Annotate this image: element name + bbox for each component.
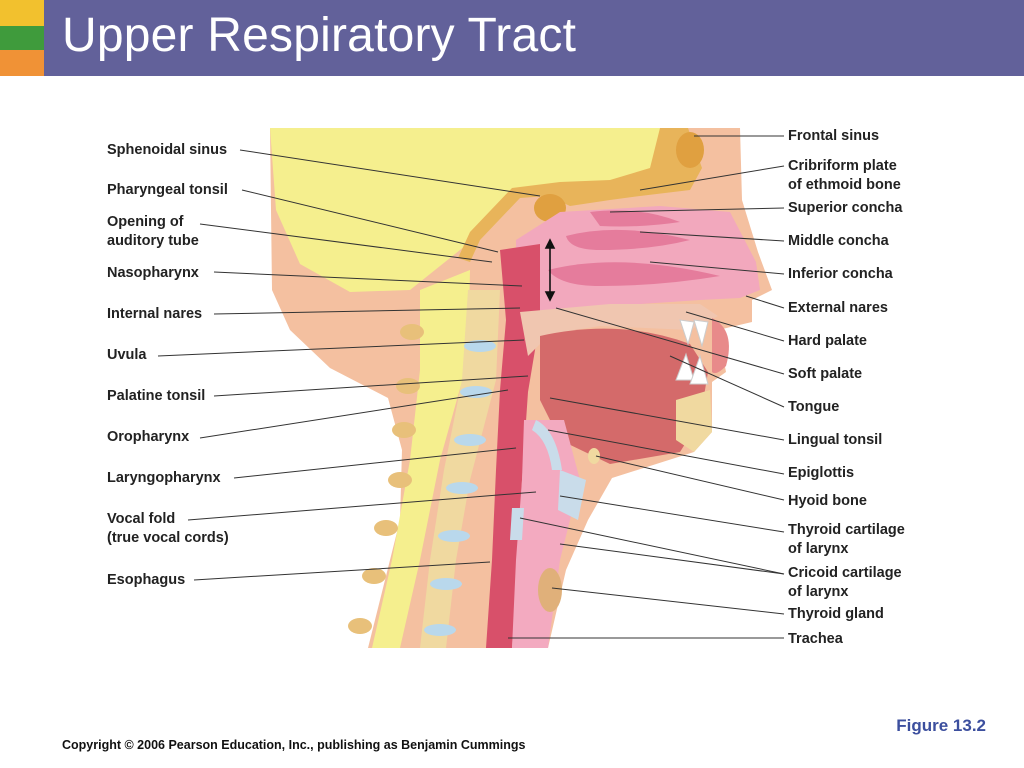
thyroid-cartilage <box>558 470 586 520</box>
nasopharynx-arrow <box>544 238 556 302</box>
label-sphenoidal-sinus: Sphenoidal sinus <box>107 142 228 158</box>
label-external-nares: External nares <box>788 300 888 316</box>
hyoid-bone <box>588 448 600 464</box>
middle-concha <box>566 229 690 250</box>
label-internal-nares: Internal nares <box>107 306 203 322</box>
label-vocal-fold: Vocal fold <box>107 511 176 527</box>
label-palatine-tonsil: Palatine tonsil <box>107 388 206 404</box>
label-epiglottis: Epiglottis <box>788 465 855 481</box>
spinous-processes <box>348 324 424 634</box>
label-true-vocal-cords: (true vocal cords) <box>107 530 229 546</box>
label-pharyngeal-tonsil: Pharyngeal tonsil <box>107 182 228 198</box>
superior-concha <box>590 210 680 227</box>
inferior-concha <box>548 262 720 286</box>
label-hyoid-bone: Hyoid bone <box>788 493 867 509</box>
epiglottis <box>532 420 562 470</box>
label-hard-palate: Hard palate <box>788 333 867 349</box>
label-middle-concha: Middle concha <box>788 233 889 249</box>
label-laryngopharynx: Laryngopharynx <box>107 470 221 486</box>
label-cricoid-cartilage: Cricoid cartilage <box>788 565 902 581</box>
title-bar <box>44 0 1024 76</box>
teeth <box>675 319 709 385</box>
label-nasopharynx: Nasopharynx <box>107 265 199 281</box>
label-thyroid-cartilage-of-larynx: of larynx <box>788 541 849 557</box>
lips <box>712 318 729 374</box>
leader-lines-right <box>508 135 785 639</box>
label-of-ethmoid-bone: of ethmoid bone <box>788 177 901 193</box>
accent-orange-block <box>0 50 44 76</box>
cricoid-cartilage <box>510 508 524 540</box>
label-esophagus: Esophagus <box>107 572 186 588</box>
label-opening-of: Opening of <box>107 214 184 230</box>
thyroid-gland <box>538 568 562 612</box>
label-oropharynx: Oropharynx <box>107 429 190 445</box>
intervertebral-discs <box>424 340 496 636</box>
label-tongue: Tongue <box>788 399 840 415</box>
frontal-sinus <box>676 132 704 168</box>
accent-green-block <box>0 26 44 50</box>
brain <box>270 128 670 292</box>
spinal-cord <box>372 270 470 648</box>
label-thyroid-gland: Thyroid gland <box>788 606 884 622</box>
label-inferior-concha: Inferior concha <box>788 266 893 282</box>
skull-bone <box>458 128 702 262</box>
label-thyroid-cartilage: Thyroid cartilage <box>788 522 905 538</box>
label-frontal-sinus: Frontal sinus <box>788 128 880 144</box>
label-trachea: Trachea <box>788 631 843 647</box>
label-cribriform-plate: Cribriform plate <box>788 158 897 174</box>
mandible <box>676 390 712 452</box>
label-superior-concha: Superior concha <box>788 200 903 216</box>
label-cricoid-cartilage-of-larynx: of larynx <box>788 584 849 600</box>
label-soft-palate: Soft palate <box>788 366 863 382</box>
copyright-notice: Copyright © 2006 Pearson Education, Inc.… <box>62 738 526 752</box>
leader-lines-left <box>157 149 541 581</box>
label-auditory-tube: auditory tube <box>107 233 199 249</box>
tongue-mass <box>540 328 708 464</box>
page-title: Upper Respiratory Tract <box>62 9 577 62</box>
nasal-cavity <box>516 206 760 312</box>
accent-yellow-block <box>0 0 44 26</box>
label-lingual-tonsil: Lingual tonsil <box>788 432 883 448</box>
label-uvula: Uvula <box>107 347 147 363</box>
figure-number: Figure 13.2 <box>896 716 986 735</box>
palate <box>520 304 718 356</box>
